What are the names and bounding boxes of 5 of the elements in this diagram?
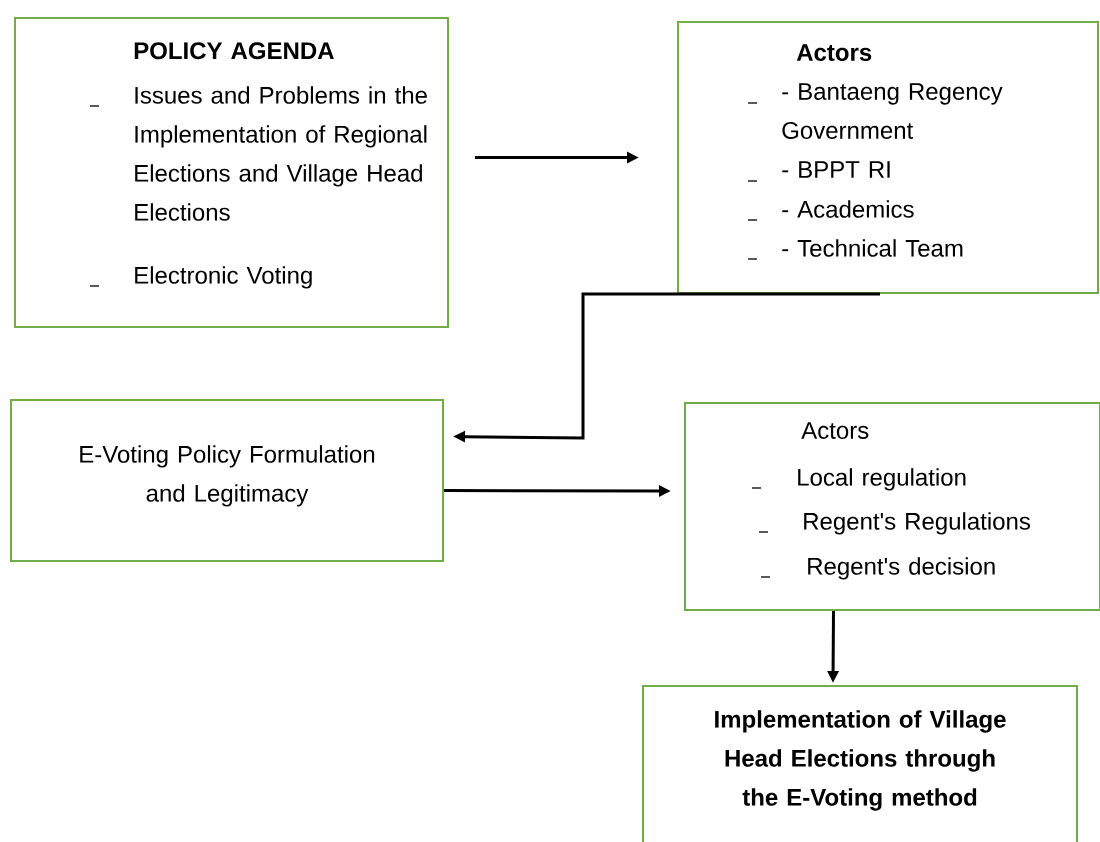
process-box: Implementation of Village Head Elections through the E-Voting method [642,685,1078,842]
process-box: POLICY AGENDA Issues and Problems in the Implementation of Regional Elections and Village Head Elections Electronic Voting [14,17,449,328]
process-box: E-Voting Policy Formulation and Legitimacy [10,399,444,562]
process-box: Actors Local regulation Regent's Regulations Regent's decision [684,402,1100,611]
process-box: Actors - Bantaeng Regency Government - BPPT RI - Academics - Technical Team [677,21,1099,294]
